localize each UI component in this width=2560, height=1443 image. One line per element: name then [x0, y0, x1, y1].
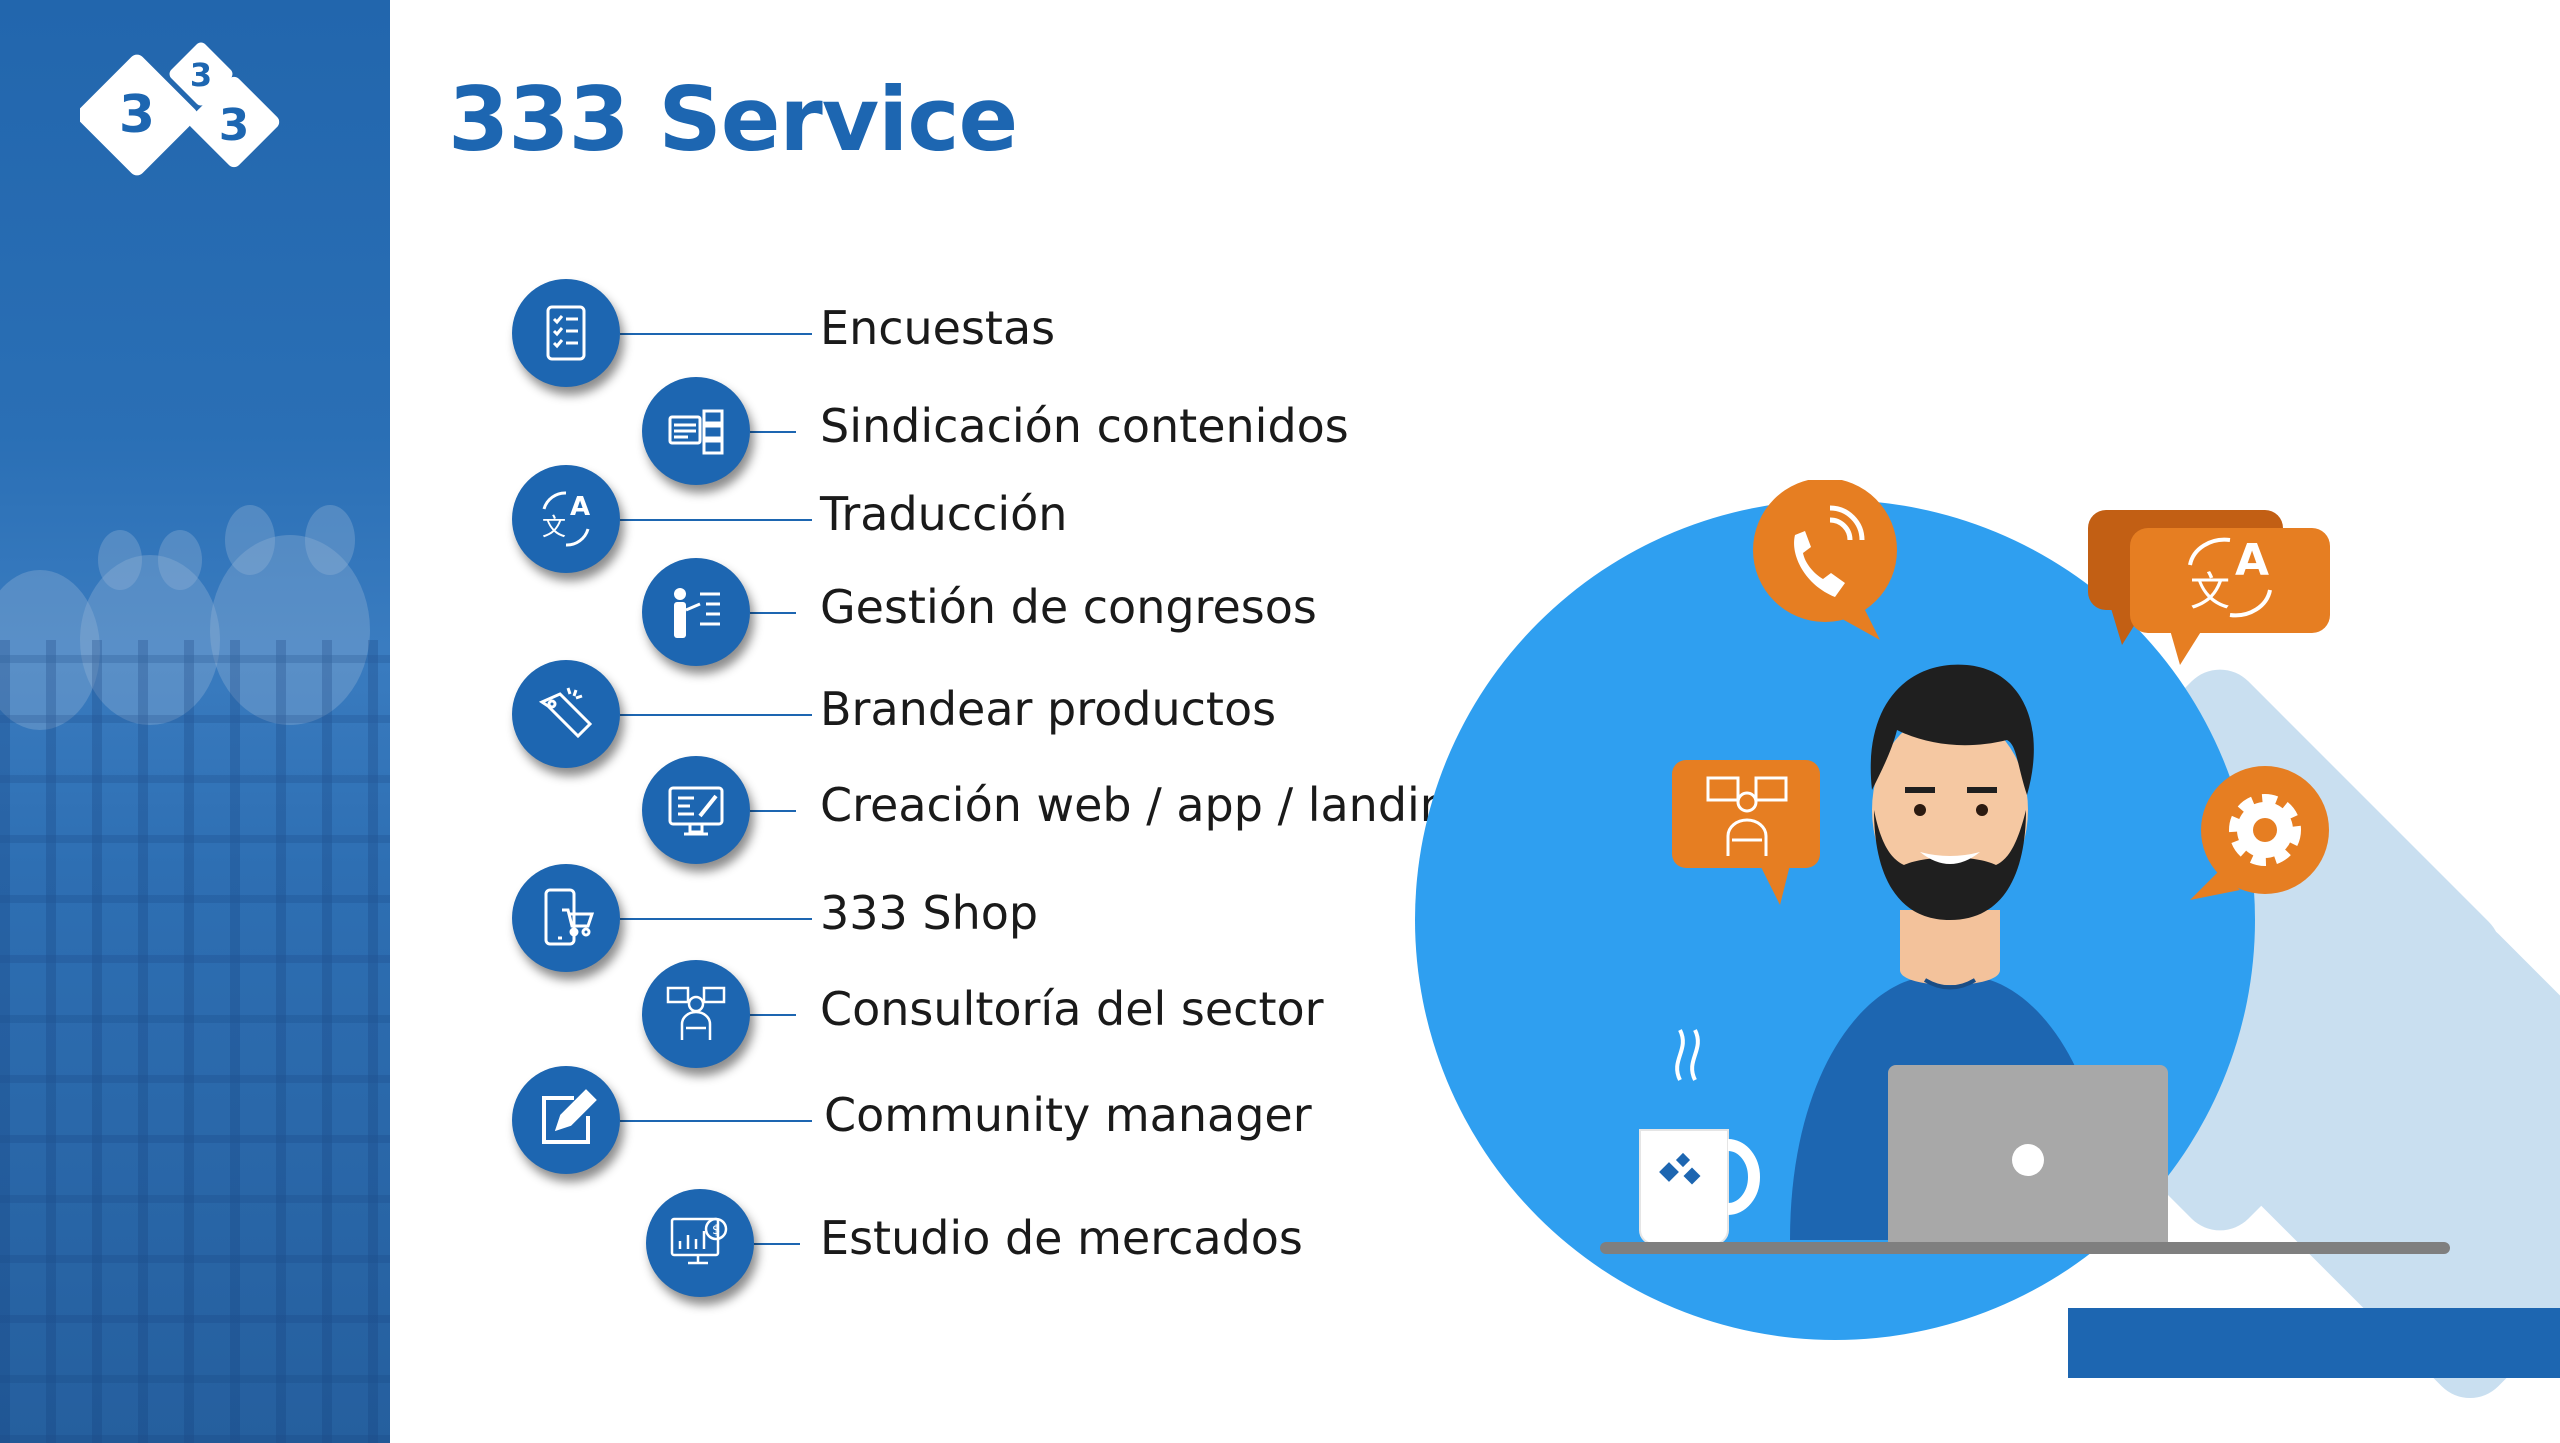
connector-line: [620, 918, 812, 920]
floor-grid-pattern: [0, 640, 390, 1443]
service-item-shop: 333 Shop: [512, 864, 1112, 974]
connector-line: [620, 714, 812, 716]
market-analysis-icon: $: [646, 1189, 754, 1297]
service-item-creacion-web: Creación web / app / landing: [642, 756, 1478, 866]
service-item-brandear: Brandear productos: [512, 660, 1276, 770]
service-label: Community manager: [824, 1088, 1312, 1142]
translation-icon: 文 A: [512, 465, 620, 573]
service-label: Consultoría del sector: [820, 982, 1324, 1036]
service-label: Sindicación contenidos: [820, 399, 1349, 453]
service-label: Creación web / app / landing: [820, 778, 1479, 832]
service-item-consultoria: Consultoría del sector: [642, 960, 1362, 1070]
pigs-photo: [0, 505, 370, 730]
mobile-shop-icon: [512, 864, 620, 972]
survey-checklist-icon: [512, 279, 620, 387]
consultant-icon: [642, 960, 750, 1068]
gear-bubble-icon: [2190, 766, 2329, 900]
phone-bubble-icon: [1753, 480, 1897, 640]
svg-text:文: 文: [542, 513, 566, 541]
svg-text:文: 文: [2190, 569, 2230, 615]
svg-text:A: A: [570, 492, 590, 522]
connector-line: [620, 333, 812, 335]
presenter-icon: [642, 558, 750, 666]
page-title: 333 Service: [448, 68, 1018, 171]
service-label: Encuestas: [820, 301, 1056, 355]
logo-digit-1: 3: [119, 85, 155, 145]
laptop-icon: [1888, 1065, 2168, 1250]
logo-digit-3: 3: [219, 100, 250, 151]
connector-line: [750, 612, 796, 614]
service-item-community-manager: Community manager: [512, 1066, 1312, 1176]
connector-line: [754, 1243, 800, 1245]
accent-bar: [2068, 1308, 2560, 1378]
connector-line: [750, 810, 796, 812]
service-label: Traducción: [820, 487, 1068, 541]
service-label: Estudio de mercados: [820, 1211, 1303, 1265]
support-illustration: 文 A: [1415, 480, 2560, 1398]
connector-line: [620, 1120, 812, 1122]
service-item-sindicacion: Sindicación contenidos: [642, 377, 1362, 487]
svg-text:A: A: [2235, 535, 2269, 586]
service-item-encuestas: Encuestas: [512, 279, 1112, 389]
logo-333: 3 3 3: [80, 42, 280, 176]
connector-line: [620, 519, 812, 521]
brand-tag-icon: [512, 660, 620, 768]
translate-bubble-icon: 文 A: [2088, 510, 2330, 665]
logo-digit-2: 3: [190, 56, 212, 94]
edit-icon: [512, 1066, 620, 1174]
service-label: Gestión de congresos: [820, 580, 1317, 634]
connector-line: [750, 1014, 796, 1016]
content-syndication-icon: [642, 377, 750, 485]
service-item-congresos: Gestión de congresos: [642, 558, 1362, 668]
service-item-estudio-mercados: $ Estudio de mercados: [646, 1189, 1366, 1299]
web-design-icon: [642, 756, 750, 864]
sidebar-photo-panel: 3 3 3: [0, 0, 390, 1443]
connector-line: [750, 431, 796, 433]
svg-text:$: $: [712, 1223, 720, 1238]
service-label: Brandear productos: [820, 682, 1277, 736]
consultant-bubble-icon: [1672, 760, 1820, 905]
desk-line: [1600, 1242, 2450, 1254]
service-label: 333 Shop: [820, 886, 1039, 940]
service-item-traduccion: 文 A Traducción: [512, 465, 1112, 575]
coffee-mug-icon: [1639, 1029, 1760, 1245]
